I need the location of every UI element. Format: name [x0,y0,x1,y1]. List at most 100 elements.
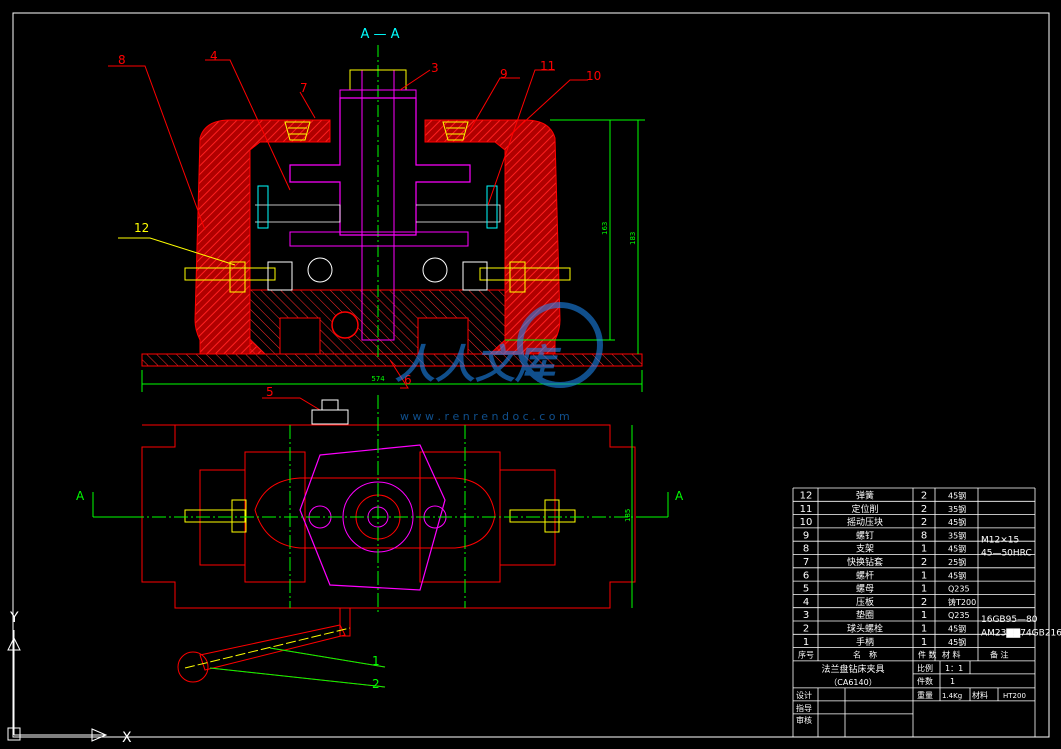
count-value: 1 [950,677,955,686]
dimension-width [141,370,643,392]
weight-value: 1.4Kg [942,692,962,700]
part-row-name: 压板 [856,596,874,608]
callout-6: 6 [404,373,412,387]
part-row-qty: 1 [921,610,927,621]
plan-handle-stub [339,607,351,637]
part-row-material: 35钢 [948,504,966,514]
center-recess-right [417,317,469,355]
scale-value: 1：1 [945,664,963,673]
callout-12: 12 [134,221,149,235]
material-label: 材料 [972,690,988,700]
part-row-material: 45钢 [948,544,966,554]
view-marker-left: A [76,489,85,503]
callout-8: 8 [118,53,126,67]
header-material: 材 料 [942,650,961,660]
handle-view[interactable]: 1 2 [177,624,386,691]
part-row-qty: 1 [921,570,927,581]
vertical-screw-left [257,185,269,229]
callout-10: 10 [586,69,601,83]
ucs-y-label: Y [9,610,19,626]
pressure-bar [289,231,469,247]
arm-left [255,204,341,223]
part-row-qty: 1 [921,544,927,555]
handle-centerline [184,627,351,669]
part-row-name: 手柄 [856,636,874,648]
part-row-name: 支架 [856,543,874,555]
drill-bushing-left [284,121,311,141]
side-bolt-left [184,261,293,293]
material-value: HT200 [1003,692,1026,700]
part-row-material: 铸T200 [948,597,976,607]
drawing-title: 法兰盘钻床夹具 [821,663,884,675]
part-row-number: 7 [803,557,809,568]
plan-centerlines [130,395,650,615]
part-row-number: 1 [803,637,809,648]
callout-12-leader [118,237,236,266]
plan-bars [175,424,610,609]
part-row-note: 45—50HRC [981,549,1032,559]
ucs-icon [7,630,108,742]
part-row-material: 25钢 [948,557,966,567]
handle-bar [199,624,346,671]
callout-7: 7 [300,81,308,95]
watermark: 人人文库 w w w . r e n r e n d o c . c o m [395,302,603,423]
count-label: 件数 [917,676,933,686]
scale-label: 比例 [917,663,933,673]
svg-text:w w w . r e n r e n d o c . c: w w w . r e n r e n d o c . c o m [400,410,570,423]
part-row-material: 45钢 [948,517,966,527]
part-row-qty: 2 [921,597,927,608]
part-row-name: 摇动压块 [847,516,883,528]
pressure-plate [289,97,471,236]
swing-block-right [422,257,448,283]
plan-view[interactable]: A A 185 [76,395,684,637]
part-row-number: 2 [803,624,809,635]
part-row-name: 螺钉 [856,530,874,541]
part-row-material: Q235 [948,611,970,620]
part-row-name: 弹簧 [856,490,874,502]
callout-9: 9 [500,67,508,81]
part-row-qty: 8 [921,530,927,541]
section-view-a-a[interactable]: A — A [108,27,645,688]
left-support-frame [194,119,331,355]
section-marker-left [92,492,130,518]
weight-label: 重量 [917,690,933,700]
part-row-material: Q235 [948,585,970,594]
handle-callout-leaders [209,647,386,688]
header-name: 名 称 [853,650,877,660]
locating-pin-section [331,311,359,339]
review-label: 审核 [796,715,812,725]
part-row-material: 45钢 [948,624,966,634]
header-no: 序号 [798,650,814,660]
part-row-qty: 2 [921,491,927,502]
part-row-number: 12 [800,491,813,502]
part-row-number: 10 [800,517,813,528]
part-row-number: 9 [803,530,809,541]
dim-height-outer: 183 [629,232,637,245]
part-row-name: 螺母 [856,584,874,595]
part-row-note: AM23▇▇74GB2165 [981,628,1061,639]
callout-2: 2 [372,677,380,691]
callout-3: 3 [431,61,439,75]
drawing-subtitle: （CA6140） [829,678,876,687]
callout-5: 5 [266,385,274,399]
part-row-qty: 1 [921,624,927,635]
design-label: 设计 [796,690,812,700]
part-row-material: 45钢 [948,637,966,647]
ball-knob [177,651,209,683]
svg-text:人人文库: 人人文库 [395,342,562,388]
dim-width-text: 574 [371,375,385,383]
part-row-number: 5 [803,584,809,595]
part-row-number: 8 [803,544,809,555]
part-row-material: 45钢 [948,491,966,501]
guide-label: 指导 [796,703,812,713]
swing-block-left [307,257,333,283]
part-row-material: 45钢 [948,570,966,580]
part-row-name: 垫圈 [856,609,874,621]
header-note: 备 注 [990,650,1009,660]
dimension-height [505,119,645,354]
header-qty: 件 数 [918,650,937,660]
base-plate [141,353,643,367]
part-row-number: 11 [800,504,813,515]
